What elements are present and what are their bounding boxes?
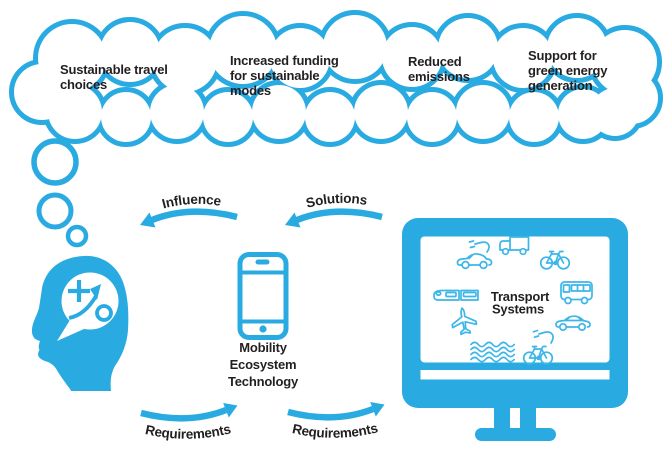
electric-bike-icon	[522, 329, 554, 365]
smartphone-icon	[237, 252, 289, 340]
cloud-text-line: emissions	[408, 69, 470, 84]
requirements-left-label: Requirements	[144, 421, 232, 441]
strategy-icon	[68, 280, 113, 322]
phone-label-line: Mobility	[239, 340, 287, 355]
cloud-text-line: modes	[230, 83, 271, 98]
thought-cloud: Sustainable travel choices Increased fun…	[14, 15, 658, 142]
monitor-base	[475, 428, 556, 441]
phone-label: Mobility Ecosystem Technology	[228, 340, 299, 389]
airplane-icon	[451, 307, 478, 336]
bus-icon	[560, 281, 593, 305]
requirements-arrow-right: Requirements	[287, 402, 385, 441]
cloud-item-reduced-emissions: Reduced emissions	[408, 54, 470, 84]
phone-label-line: Technology	[228, 374, 299, 389]
monitor-label-line: Systems	[492, 302, 544, 317]
thought-bubble	[36, 192, 74, 230]
thinking-head-icon	[31, 255, 129, 391]
cloud-text-line: Sustainable travel	[60, 62, 168, 77]
cloud-item-sustainable-travel: Sustainable travel choices	[60, 62, 168, 92]
phone-speaker	[255, 259, 270, 265]
cloud-text-line: generation	[528, 78, 593, 93]
monitor-stand	[520, 408, 536, 429]
thought-bubbles	[31, 138, 89, 248]
monitor-label-line: Transport	[491, 289, 550, 304]
thought-bubble	[31, 138, 79, 186]
transport-systems-label: Transport Systems	[491, 289, 550, 317]
phone-label-line: Ecosystem	[230, 357, 297, 372]
train-icon	[433, 289, 479, 301]
monitor-stand	[494, 408, 510, 429]
solutions-arrow: Solutions	[285, 191, 383, 228]
cloud-text-line: Support for	[528, 48, 597, 63]
requirements-right-label: Requirements	[291, 420, 379, 440]
influence-arrow: Influence	[140, 192, 238, 228]
waterways-icon	[470, 341, 516, 363]
truck-icon	[499, 236, 530, 256]
influence-label: Influence	[160, 192, 222, 212]
cloud-text-line: Increased funding	[230, 53, 339, 68]
cloud-text-line: choices	[60, 77, 107, 92]
cloud-text-line: Reduced	[408, 54, 462, 69]
thought-bubble	[65, 224, 89, 248]
solutions-label: Solutions	[304, 191, 368, 211]
requirements-arrow-left: Requirements	[140, 403, 238, 442]
monitor-icon: Transport Systems	[402, 218, 628, 441]
phone-home-button	[259, 325, 267, 333]
car-icon	[555, 315, 591, 332]
electric-car-icon	[456, 240, 493, 270]
cloud-item-green-energy: Support for green energy generation	[528, 48, 608, 93]
cloud-text-line: green energy	[528, 63, 608, 78]
cloud-item-increased-funding: Increased funding for sustainable modes	[230, 53, 339, 98]
cloud-text-line: for sustainable	[230, 68, 319, 83]
